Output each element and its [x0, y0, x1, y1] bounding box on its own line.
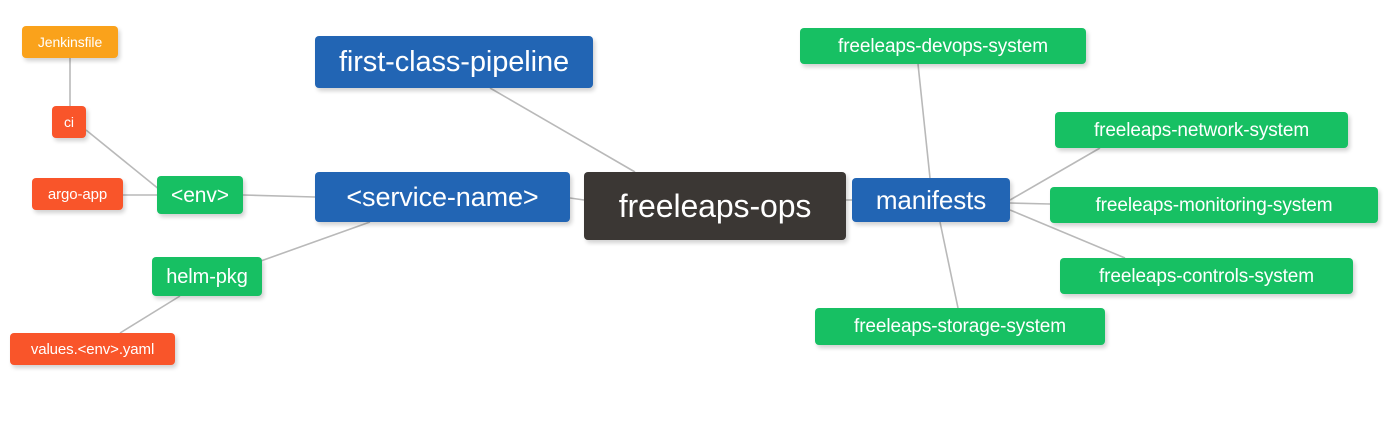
edge-env-servicename: [242, 194, 316, 198]
node-root-freeleaps-ops[interactable]: freeleaps-ops: [584, 172, 846, 240]
node-service-name[interactable]: <service-name>: [315, 172, 570, 222]
edge-valuesyaml-helmpkg: [119, 295, 181, 334]
node-freeleaps-controls-system[interactable]: freeleaps-controls-system: [1060, 258, 1353, 294]
node-values-yaml[interactable]: values.<env>.yaml: [10, 333, 175, 365]
edge-manifests-monitoringsystem: [1009, 202, 1051, 205]
node-jenkinsfile[interactable]: Jenkinsfile: [22, 26, 118, 58]
node-freeleaps-storage-system[interactable]: freeleaps-storage-system: [815, 308, 1105, 345]
edge-manifests-devopssystem: [917, 63, 931, 179]
node-argo-app[interactable]: argo-app: [32, 178, 123, 210]
edge-manifests-storagesystem: [939, 221, 959, 309]
edge-firstclasspipeline-root: [489, 87, 636, 173]
edge-helmpkg-servicename: [257, 221, 371, 263]
edge-servicename-root: [569, 197, 585, 201]
node-freeleaps-devops-system[interactable]: freeleaps-devops-system: [800, 28, 1086, 64]
node-ci[interactable]: ci: [52, 106, 86, 138]
node-freeleaps-network-system[interactable]: freeleaps-network-system: [1055, 112, 1348, 148]
node-env[interactable]: <env>: [157, 176, 243, 214]
node-manifests[interactable]: manifests: [852, 178, 1010, 222]
node-first-class-pipeline[interactable]: first-class-pipeline: [315, 36, 593, 88]
node-freeleaps-monitoring-system[interactable]: freeleaps-monitoring-system: [1050, 187, 1378, 223]
node-helm-pkg[interactable]: helm-pkg: [152, 257, 262, 296]
